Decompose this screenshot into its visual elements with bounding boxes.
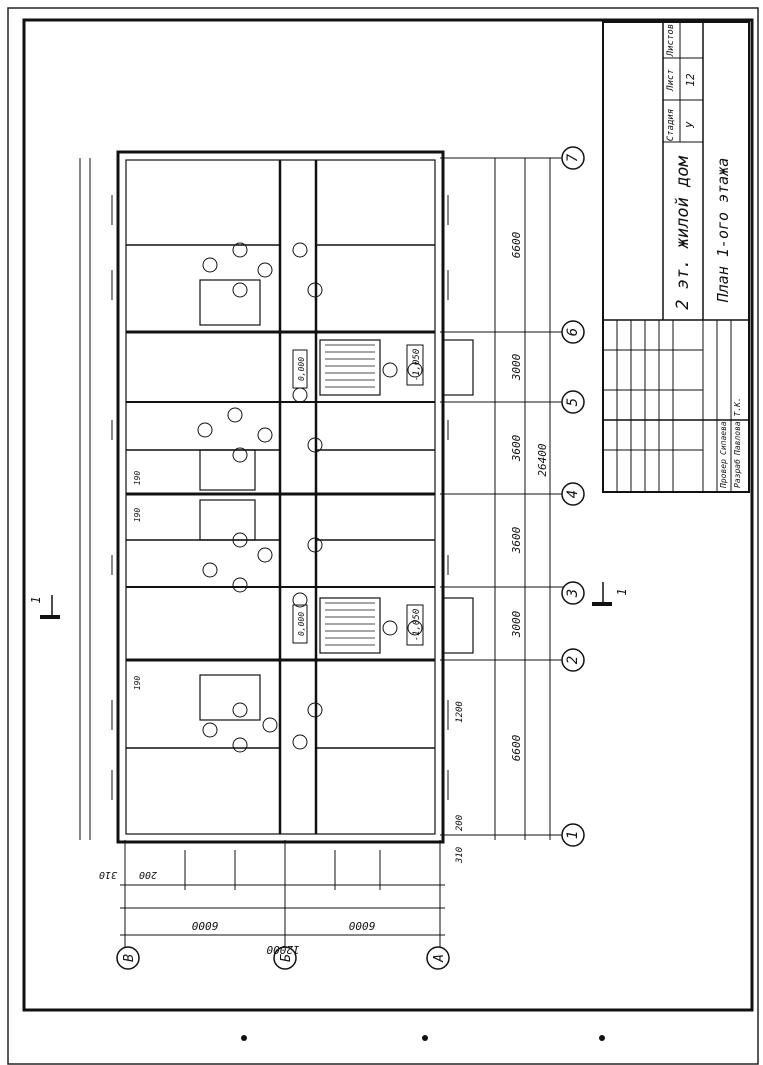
short-dimension-texts: 6000 6000 12000 310 200 200 310 1200 190… [99, 471, 465, 956]
punch-hole [241, 1035, 247, 1041]
punch-hole [422, 1035, 428, 1041]
building-walls [116, 150, 474, 844]
small-dimension: 190 [133, 471, 142, 486]
level-mark: -1,050 [412, 609, 422, 642]
long-dimension-texts: 6600 3000 3600 3600 3000 6600 26400 [510, 231, 549, 761]
level-marks: -1,050 -1,050 0,000 0,000 [292, 344, 424, 646]
axis-bubble [561, 823, 585, 847]
axis-bubble [561, 581, 585, 605]
punch-hole [599, 1035, 605, 1041]
bay-dimension: 3000 [510, 353, 523, 381]
level-mark: -1,050 [412, 349, 422, 382]
small-dimension: 190 [133, 676, 142, 691]
axis-label: 6 [565, 328, 581, 336]
room-markers [197, 242, 423, 753]
short-dimension-lines [120, 840, 445, 950]
bay-dimension: 6600 [510, 231, 523, 258]
small-dimension: 200 [455, 815, 465, 831]
developed-label: Разраб [732, 459, 742, 488]
sheet-value: 12 [684, 73, 697, 87]
axis-label: 4 [565, 490, 581, 498]
total-width: 12000 [266, 943, 299, 956]
stage-value: У [684, 121, 697, 128]
span-dimension: 6000 [191, 919, 218, 932]
title-block [602, 21, 750, 493]
axis-bubble [561, 320, 585, 344]
window-marks [111, 195, 449, 800]
span-dimension: 6000 [348, 919, 375, 932]
total-length: 26400 [536, 443, 549, 476]
bay-dimension: 6600 [510, 734, 523, 761]
axis-label: Б [279, 954, 294, 962]
sheets-header: Листов [666, 24, 676, 58]
axis-bubble [561, 390, 585, 414]
section-marks [40, 582, 612, 619]
building-name: 2 эт. жилой дом [673, 155, 693, 309]
axis-label: 2 [565, 656, 581, 664]
section-label: 1 [29, 596, 43, 603]
stage-header: Стадия [666, 109, 676, 142]
checked-name: Сипаева [719, 421, 728, 455]
axis-bubble [561, 146, 585, 170]
small-dimension: 200 [139, 869, 157, 880]
axis-bubble [426, 946, 450, 970]
axis-bubble [116, 946, 140, 970]
axis-label: 1 [565, 831, 581, 839]
section-label: 1 [615, 588, 629, 595]
axis-label: 5 [565, 398, 581, 406]
level-mark: 0,000 [297, 612, 306, 636]
sheet-header: Лист [666, 69, 676, 92]
axis-label: 7 [565, 153, 581, 162]
stair-treads [325, 344, 375, 646]
axis-label: А [432, 954, 447, 963]
axis-bubble [273, 946, 297, 970]
small-dimension: 310 [99, 869, 118, 880]
axis-bubble [561, 648, 585, 672]
axis-label: В [122, 954, 137, 962]
developed-name: Павлова Т.К. [733, 397, 742, 456]
drawing-name: План 1-ого этажа [714, 158, 732, 304]
level-mark: 0,000 [297, 357, 306, 381]
axis-markers-long: 1 2 3 4 5 6 7 [561, 146, 585, 847]
title-block-text: Стадия Лист Листов У 12 2 эт. жилой дом … [666, 24, 742, 489]
axis-label: 3 [565, 589, 581, 598]
axis-markers-short: А Б В [116, 946, 450, 970]
long-dimension-lines [79, 157, 565, 840]
sheet-outer-border [7, 7, 759, 1065]
axis-bubble [561, 482, 585, 506]
bay-dimension: 3600 [510, 434, 523, 462]
bay-dimension: 3600 [510, 526, 523, 554]
small-dimension: 190 [133, 508, 142, 523]
sheet-frame [22, 18, 754, 1012]
small-dimension: 310 [455, 847, 465, 864]
small-dimension: 1200 [455, 701, 465, 723]
checked-label: Провер [719, 459, 728, 489]
bay-dimension: 3000 [510, 610, 523, 638]
